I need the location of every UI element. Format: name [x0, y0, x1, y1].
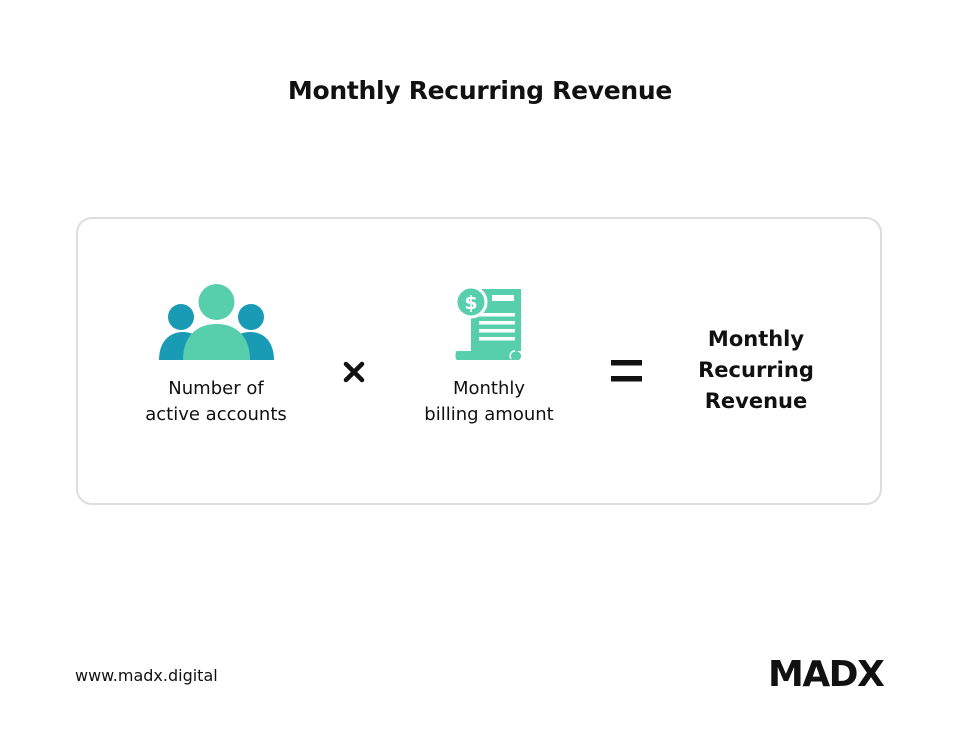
term-billing-amount: Monthly billing amount — [394, 376, 584, 428]
term-active-accounts-line1: Number of — [168, 378, 264, 399]
madx-logo: MADX — [768, 654, 885, 695]
result-line2: Recurring — [698, 358, 814, 382]
term-active-accounts: Number of active accounts — [116, 376, 316, 428]
bill-dollar-icon: $ — [455, 287, 522, 360]
result-line3: Revenue — [704, 389, 808, 413]
page-title: Monthly Recurring Revenue — [287, 76, 673, 105]
term-billing-amount-line1: Monthly — [452, 378, 526, 399]
result-monthly-recurring-revenue: Monthly Recurring Revenue — [676, 324, 836, 417]
equals-icon — [611, 360, 642, 382]
times-icon — [343, 361, 365, 383]
result-line1: Monthly — [707, 327, 805, 351]
svg-text:$: $ — [464, 292, 477, 314]
term-billing-amount-line2: billing amount — [424, 404, 554, 425]
term-active-accounts-line2: active accounts — [145, 404, 287, 425]
footer-url: www.madx.digital — [75, 666, 218, 685]
formula-card — [76, 217, 882, 505]
people-group-icon — [159, 284, 274, 360]
